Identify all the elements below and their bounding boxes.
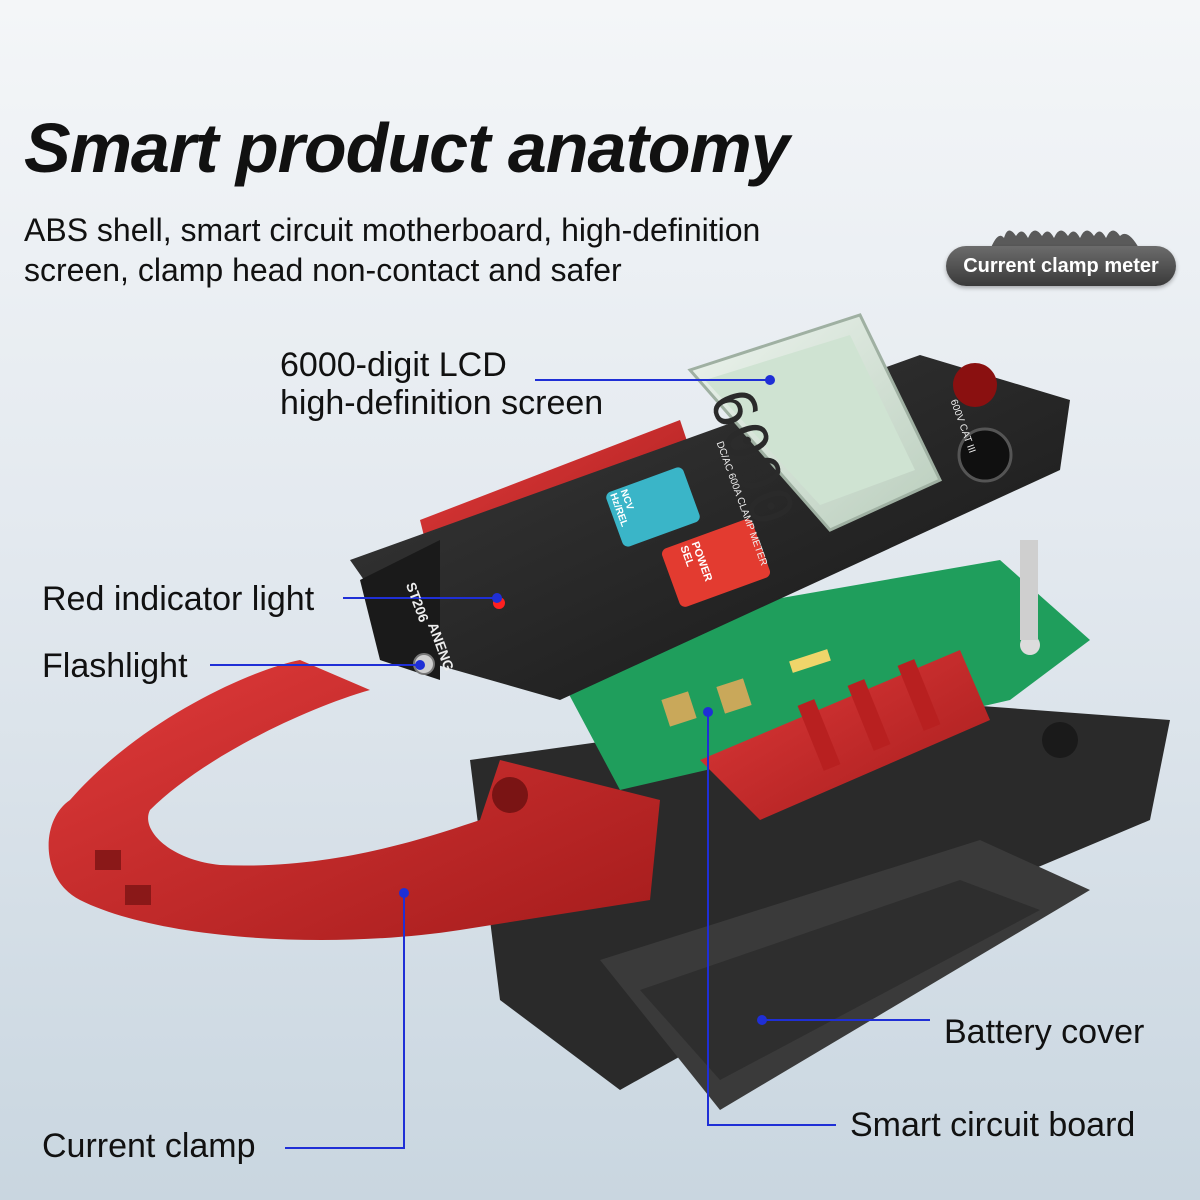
callout-anchor-dots bbox=[399, 375, 775, 1025]
callout-flashlight: Flashlight bbox=[42, 647, 188, 685]
callout-battery-cover: Battery cover bbox=[944, 1013, 1145, 1051]
callout-lcd-line-2: high-definition screen bbox=[280, 384, 604, 422]
callout-leader-lines bbox=[210, 379, 930, 1149]
callout-current-clamp: Current clamp bbox=[42, 1127, 256, 1165]
lcd-screen bbox=[687, 313, 943, 532]
callout-lcd: 6000-digit LCD high-definition screen bbox=[280, 346, 603, 422]
page-title: Smart product anatomy bbox=[24, 109, 790, 187]
subtitle-line-1: ABS shell, smart circuit motherboard, hi… bbox=[24, 212, 761, 248]
callout-smart-circuit-board: Smart circuit board bbox=[850, 1106, 1136, 1144]
current-clamp-jaw bbox=[48, 660, 661, 940]
callout-red-indicator-light: Red indicator light bbox=[42, 580, 315, 618]
subtitle-line-2: screen, clamp head non-contact and safer bbox=[24, 252, 622, 288]
product-category-badge: Current clamp meter bbox=[946, 246, 1176, 286]
page-subtitle: ABS shell, smart circuit motherboard, hi… bbox=[24, 210, 924, 290]
callout-lcd-line-1: 6000-digit LCD bbox=[280, 346, 507, 384]
flame-decoration-icon bbox=[990, 230, 1140, 250]
